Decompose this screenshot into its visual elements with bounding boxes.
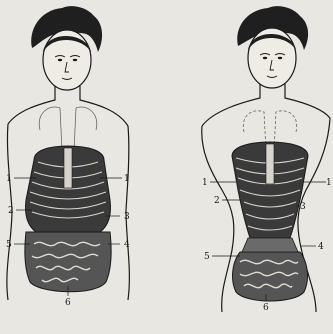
left-label-5: 5 xyxy=(6,240,12,250)
right-label-5: 5 xyxy=(204,252,210,262)
figure-right-corseted: 1 1 2 3 4 5 6 xyxy=(202,6,332,313)
figure-left-natural: 1 1 2 3 4 5 6 xyxy=(6,6,130,308)
left-label-3: 3 xyxy=(124,212,130,222)
right-label-4: 4 xyxy=(318,242,324,252)
right-label-3: 3 xyxy=(300,202,306,212)
left-label-1b: 1 xyxy=(124,174,130,184)
right-neck-shoulders xyxy=(202,84,330,126)
left-label-2: 2 xyxy=(8,206,14,216)
left-abdomen xyxy=(25,232,111,292)
right-label-2: 2 xyxy=(214,196,220,206)
right-label-1b: 1 xyxy=(326,178,332,188)
left-label-6: 6 xyxy=(65,298,71,308)
left-label-4: 4 xyxy=(124,240,130,250)
left-label-1a: 1 xyxy=(6,174,12,184)
right-label-1a: 1 xyxy=(202,178,208,188)
right-label-6: 6 xyxy=(263,303,269,313)
left-neck-shoulders xyxy=(8,86,128,126)
right-abdomen xyxy=(233,252,308,301)
